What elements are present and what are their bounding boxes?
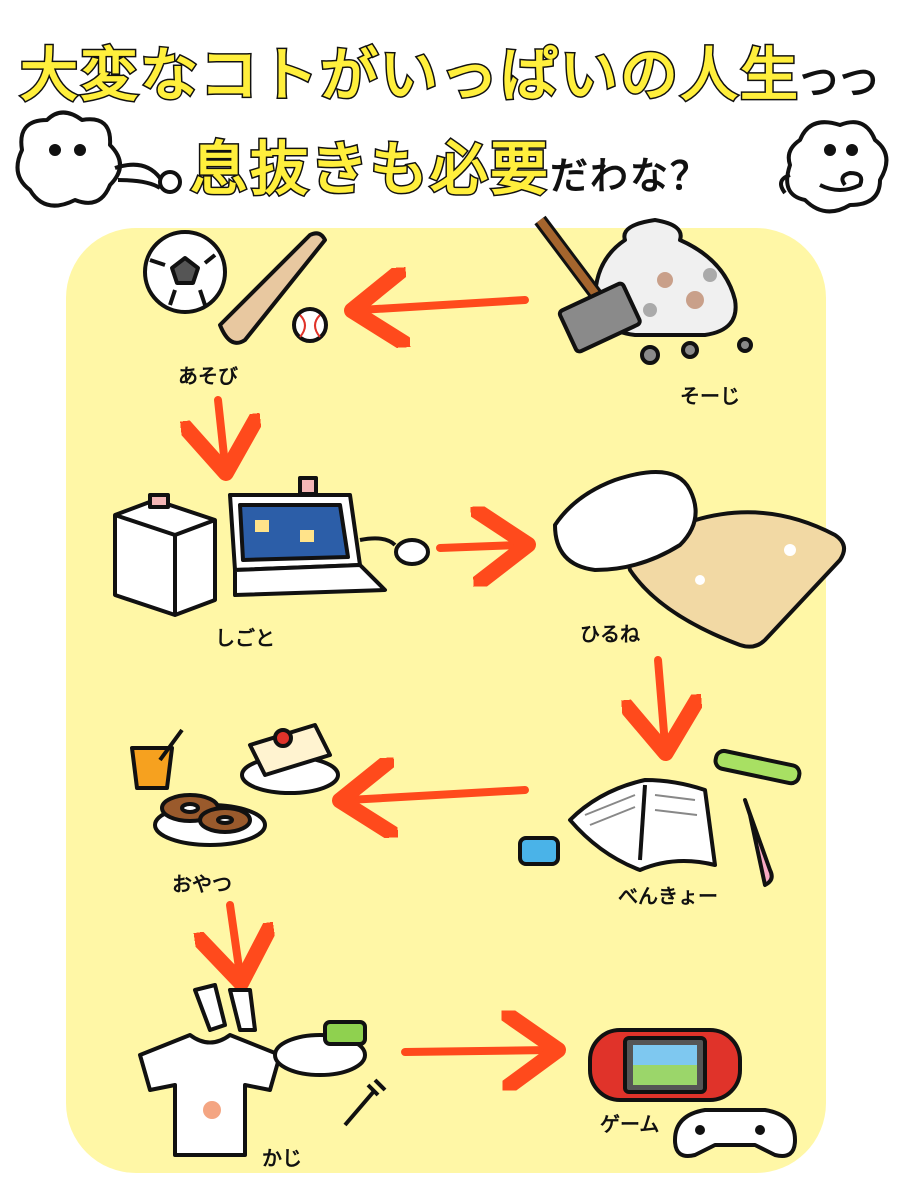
cleaning-icon — [534, 215, 753, 365]
title-line-2: 息抜きも必要だわな？ — [0, 122, 900, 206]
pillow-icon — [553, 470, 846, 649]
snack-icon — [130, 723, 340, 847]
label-benkyo: べんきょー — [618, 884, 718, 908]
arrow-hirune-to-benkyo — [658, 656, 665, 745]
label-shigoto: しごと — [215, 626, 275, 650]
mascot-left-icon — [15, 110, 182, 208]
arrow-oyatsu-to-kaji — [230, 901, 240, 975]
label-game: ゲーム — [600, 1112, 660, 1136]
arrow-souji-to-asobi — [360, 300, 529, 310]
sports-icon — [143, 230, 328, 345]
label-hirune: ひるね — [580, 622, 640, 646]
label-oyatsu: おやつ — [172, 872, 232, 896]
flow-arrows — [218, 300, 665, 1052]
arrow-kaji-to-game — [401, 1050, 550, 1052]
arrow-asobi-to-shigoto — [218, 396, 225, 465]
title-line-1: 大変なコトがいっぱいの人生つつ — [0, 28, 900, 112]
mascot-right-icon — [779, 120, 889, 214]
arrow-benkyo-to-oyatsu — [348, 790, 529, 800]
title-tail-1: つつ — [800, 60, 881, 104]
book-icon — [518, 748, 802, 887]
laundry-icon — [138, 983, 387, 1157]
arrow-shigoto-to-hirune — [436, 545, 520, 548]
game-console-icon — [588, 1028, 797, 1158]
label-asobi: あそび — [178, 364, 238, 388]
title-tail-2: だわな？ — [550, 154, 711, 198]
label-kaji: かじ — [262, 1146, 302, 1170]
title-main-2: 息抜きも必要 — [188, 134, 550, 205]
laptop-icon — [113, 476, 430, 617]
title-main-1: 大変なコトがいっぱいの人生 — [18, 40, 800, 111]
label-souji: そーじ — [680, 384, 740, 408]
